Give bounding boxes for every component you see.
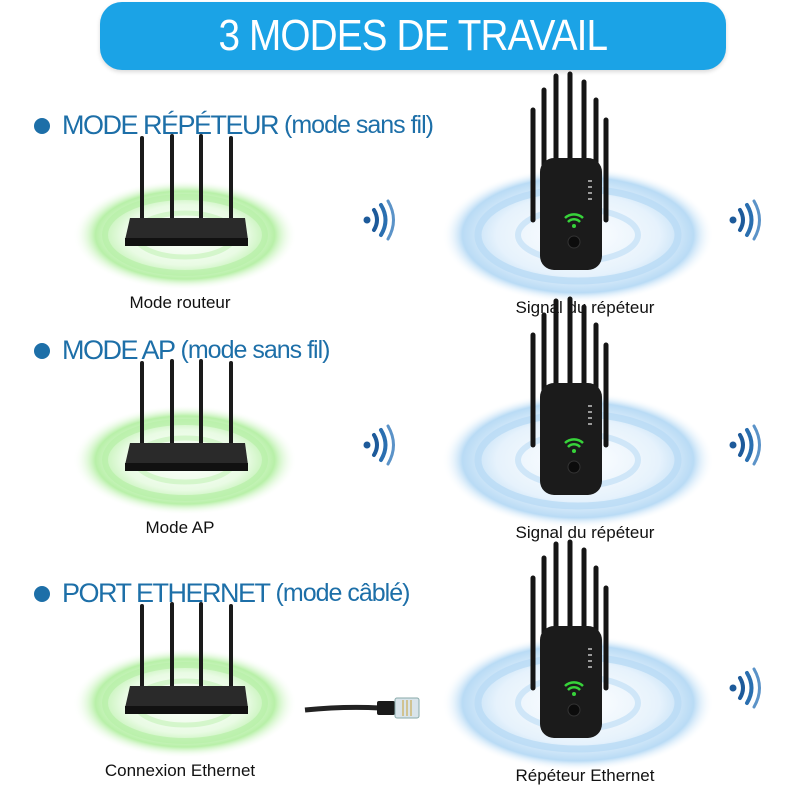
mode-subtitle: (mode câblé) xyxy=(275,579,411,607)
mode-subtitle: (mode sans fil) xyxy=(180,336,331,364)
router-label: Connexion Ethernet xyxy=(104,761,256,780)
router-image xyxy=(73,134,297,290)
repeater-image xyxy=(442,71,714,303)
router-image xyxy=(73,602,297,758)
mode-heading: MODE RÉPÉTEUR (mode sans fil) xyxy=(34,110,434,141)
mode-heading: PORT ETHERNET (mode câblé) xyxy=(34,578,411,609)
router-label: Mode AP xyxy=(145,518,215,537)
wifi-signal-icon xyxy=(729,199,761,241)
bullet-icon xyxy=(34,117,50,134)
page-title: 3 MODES DE TRAVAIL xyxy=(218,11,609,60)
bullet-icon xyxy=(34,585,50,602)
mode-title: MODE AP xyxy=(62,335,176,365)
wifi-signal-icon xyxy=(729,424,761,466)
wifi-signal-icon xyxy=(363,424,395,466)
mode-section-2: MODE AP (mode sans fil) Mode AP Signal d… xyxy=(0,296,800,555)
ethernet-cable-icon xyxy=(304,697,420,719)
mode-heading: MODE AP (mode sans fil) xyxy=(34,335,331,366)
mode-subtitle: (mode sans fil) xyxy=(284,111,434,139)
title-banner: 3 MODES DE TRAVAIL xyxy=(100,2,726,70)
repeater-image xyxy=(442,296,714,528)
mode-section-3: PORT ETHERNET (mode câblé) Connexion Eth… xyxy=(0,539,800,798)
router-image xyxy=(73,359,297,515)
router-label: Mode routeur xyxy=(129,293,231,312)
mode-title: PORT ETHERNET xyxy=(62,578,271,608)
wifi-signal-icon xyxy=(729,667,761,709)
repeater-label: Répéteur Ethernet xyxy=(515,766,655,785)
repeater-image xyxy=(442,539,714,771)
mode-section-1: MODE RÉPÉTEUR (mode sans fil) Mode route… xyxy=(0,71,800,330)
wifi-signal-icon xyxy=(363,199,395,241)
bullet-icon xyxy=(34,342,50,359)
repeater-label: Signal du répéteur xyxy=(515,523,655,542)
